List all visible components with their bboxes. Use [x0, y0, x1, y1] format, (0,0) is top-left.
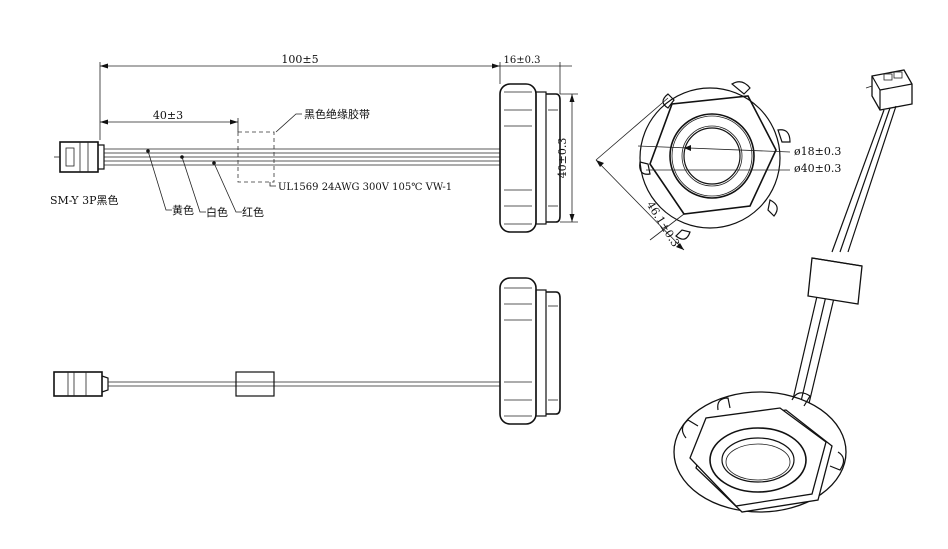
insulation-tape-top [237, 131, 275, 183]
front-hex-view [595, 81, 791, 251]
tape-leader [275, 113, 302, 133]
wire-yellow-label: 黄色 [172, 203, 194, 217]
top-side-view: 100±5 40±3 16±0.3 40±0.3 黑色绝缘胶带 U [50, 53, 578, 233]
wire-white-label: 白色 [206, 205, 228, 219]
wire-bundle-top [104, 148, 500, 166]
dim-inner-diameter-text: ø18±0.3 [794, 145, 841, 158]
cable-spec-label: UL1569 24AWG 300V 105℃ VW-1 [278, 182, 452, 193]
bottom-side-view [53, 277, 561, 425]
connector-iso [865, 69, 913, 111]
dim-hex-across-text: 46.1±0.3 [644, 199, 682, 249]
tape-label: 黑色绝缘胶带 [304, 107, 370, 121]
fitting-side-bottom [499, 277, 561, 425]
insulation-tape-bottom [235, 371, 275, 397]
dim-total-length [99, 62, 501, 140]
dim-thread-length [494, 62, 572, 94]
dim-total-length-text: 100±5 [281, 53, 318, 66]
dim-thread-length-text: 16±0.3 [503, 55, 540, 66]
dim-outer-diameter-text: ø40±0.3 [794, 162, 841, 175]
connector-bottom [53, 371, 109, 397]
connector-label: SM-Y 3P黑色 [50, 193, 118, 207]
dim-tape-offset-text: 40±3 [153, 109, 183, 122]
fitting-side-top [499, 83, 561, 233]
dim-body-height [560, 93, 578, 223]
connector-top [54, 141, 105, 173]
dim-tape-offset [100, 118, 239, 132]
wire-bundle-iso [789, 105, 897, 417]
isometric-view [673, 69, 913, 513]
wire-red-label: 红色 [242, 205, 264, 219]
fitting-iso [673, 391, 847, 513]
dim-body-height-text: 40±0.3 [556, 138, 569, 179]
